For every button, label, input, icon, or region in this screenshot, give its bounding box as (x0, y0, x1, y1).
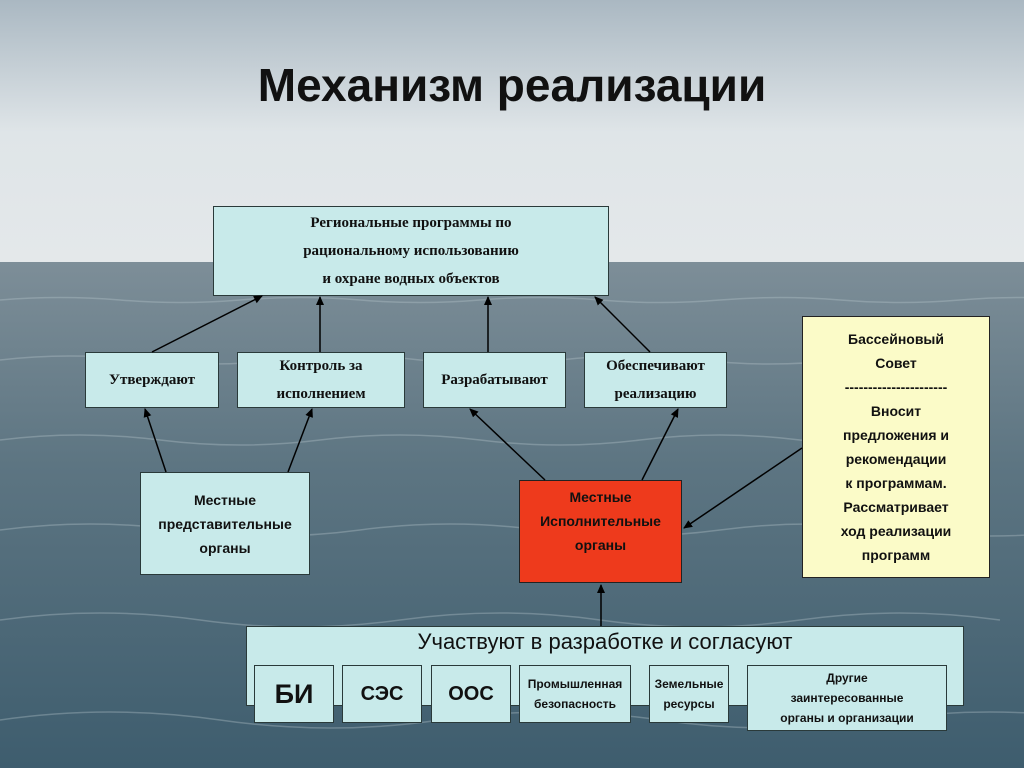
programs-line-1: Региональные программы по (310, 215, 512, 231)
control-line-2: исполнением (276, 386, 366, 402)
local-repr-line-2: представительные (158, 515, 292, 532)
council-line-10: программ (861, 547, 931, 563)
local-representative-bodies-box: Местные представительные органы (140, 472, 310, 575)
council-line-4: Вносит (870, 403, 922, 419)
council-line-9: ход реализации (840, 523, 952, 539)
develop-box: Разрабатывают (423, 352, 566, 408)
council-line-2: Совет (875, 355, 917, 371)
approve-box: Утверждают (85, 352, 219, 408)
participant-ses-label: СЭС (360, 682, 404, 705)
participant-industrial-safety: Промышленная безопасность (519, 665, 631, 723)
participants-heading: Участвуют в разработке и согласуют (417, 629, 793, 654)
control-box: Контроль за исполнением (237, 352, 405, 408)
participant-bi: БИ (254, 665, 334, 723)
approve-label: Утверждают (108, 372, 196, 388)
control-line-1: Контроль за (279, 358, 363, 374)
page-title: Механизм реализации (257, 59, 767, 111)
local-executive-bodies-box: Местные Исполнительные органы (519, 480, 682, 583)
council-divider: ---------------------- (844, 379, 948, 395)
council-line-1: Бассейновый (848, 331, 944, 347)
basin-council-box: Бассейновый Совет ----------------------… (802, 316, 990, 578)
industrial-line-2: безопасность (533, 697, 617, 711)
regional-programs-box: Региональные программы по рациональному … (213, 206, 609, 296)
council-line-7: к программам. (845, 475, 947, 491)
participant-oos-label: ООС (448, 682, 494, 705)
local-exec-line-3: органы (574, 537, 627, 553)
provide-box: Обеспечивают реализацию (584, 352, 727, 408)
provide-line-2: реализацию (614, 386, 697, 402)
participant-oos: ООС (431, 665, 511, 723)
programs-line-2: рациональному использованию (303, 243, 519, 259)
land-line-1: Земельные (654, 677, 724, 691)
participant-land-resources: Земельные ресурсы (649, 665, 729, 723)
industrial-line-1: Промышленная (527, 677, 623, 691)
other-line-3: органы и организации (780, 711, 914, 725)
local-exec-line-1: Местные (569, 489, 632, 505)
council-line-8: Рассматривает (843, 499, 949, 515)
other-line-1: Другие (826, 671, 868, 685)
develop-label: Разрабатывают (441, 372, 548, 388)
council-line-5: предложения и (842, 427, 949, 443)
provide-line-1: Обеспечивают (606, 358, 705, 374)
programs-line-3: и охране водных объектов (322, 271, 500, 287)
participant-ses: СЭС (342, 665, 422, 723)
land-line-2: ресурсы (663, 697, 715, 711)
other-line-2: заинтересованные (790, 691, 904, 705)
council-line-6: рекомендации (845, 451, 947, 467)
local-repr-line-3: органы (199, 539, 251, 556)
local-exec-line-2: Исполнительные (540, 513, 661, 529)
local-repr-line-1: Местные (193, 491, 257, 508)
participant-bi-label: БИ (274, 678, 314, 709)
participant-other-organizations: Другие заинтересованные органы и организ… (747, 665, 947, 731)
